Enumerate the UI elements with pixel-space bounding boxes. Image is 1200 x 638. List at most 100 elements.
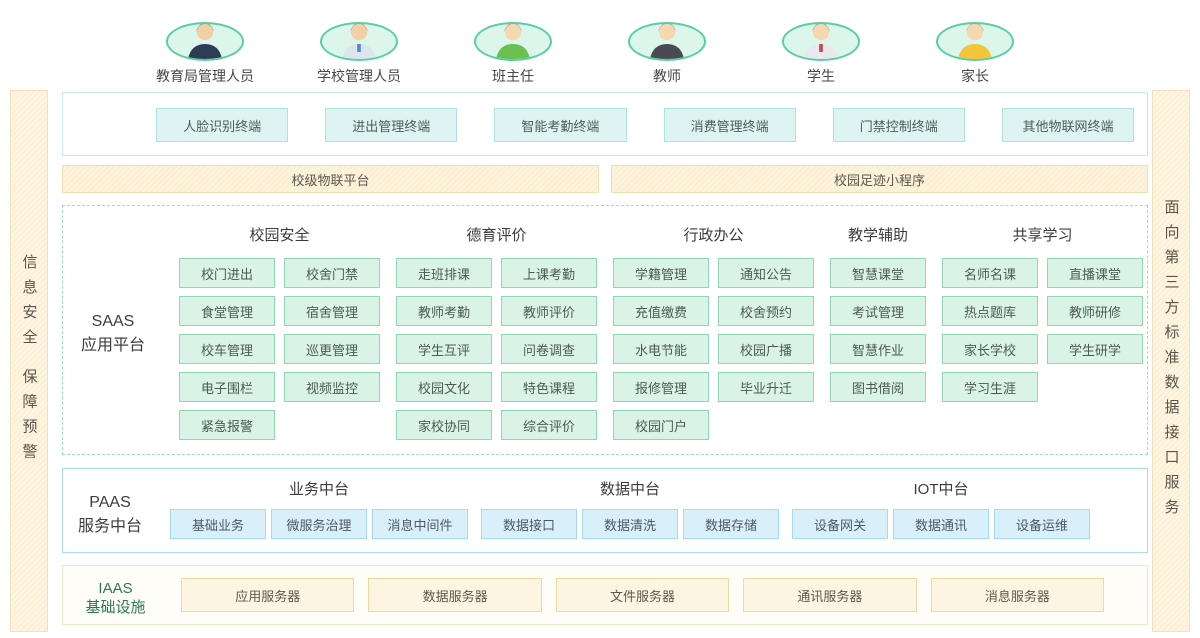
- user-role-label: 教师: [653, 68, 681, 84]
- saas-category-title: 共享学习: [1012, 227, 1073, 244]
- user-role: 学校管理人员: [304, 22, 414, 86]
- person-icon: [804, 24, 838, 59]
- saas-module-box: 问卷调查: [501, 334, 597, 364]
- third-party-api-banner: 面向第三方标准数据接口服务: [1152, 90, 1190, 632]
- saas-category-title: 德育评价: [466, 227, 527, 244]
- saas-module-box: 校园门户: [613, 410, 709, 440]
- paas-module-box: 数据存储: [683, 509, 779, 539]
- user-role: 学生: [766, 22, 876, 86]
- saas-module-box: 充值缴费: [613, 296, 709, 326]
- saas-module-box: 校园文化: [396, 372, 492, 402]
- user-role-label: 家长: [961, 68, 989, 84]
- paas-group-title: 业务中台: [288, 481, 349, 498]
- saas-module-box: 特色课程: [501, 372, 597, 402]
- paas-label-line2: 服务中台: [77, 518, 142, 535]
- person-avatar-icon: [628, 22, 706, 61]
- third-party-api-banner-text: 面向第三方标准数据接口服务: [1162, 198, 1180, 524]
- saas-module-box: 上课考勤: [501, 258, 597, 288]
- saas-module-box: 热点题库: [942, 296, 1038, 326]
- saas-category-title: 校园安全: [249, 227, 310, 244]
- iaas-infrastructure-section: IAAS 基础设施 应用服务器数据服务器文件服务器通讯服务器消息服务器: [62, 565, 1148, 625]
- person-avatar-icon: [320, 22, 398, 61]
- iot-terminal-box: 消费管理终端: [663, 108, 796, 142]
- person-icon: [958, 24, 992, 59]
- paas-module-box: 基础业务: [170, 509, 266, 539]
- person-avatar-icon: [474, 22, 552, 61]
- saas-module-box: 校车管理: [179, 334, 275, 364]
- paas-module-box: 数据通讯: [893, 509, 989, 539]
- saas-module-grid: 走班排课上课考勤教师考勤教师评价学生互评问卷调查校园文化特色课程家校协同综合评价: [396, 258, 597, 440]
- paas-group: 数据中台 数据接口数据清洗数据存储: [481, 478, 779, 552]
- platform-bar: 校级物联平台: [62, 165, 599, 193]
- saas-section-label: SAAS 应用平台: [63, 310, 163, 358]
- saas-category-column: 教学辅助 智慧课堂考试管理智慧作业图书借阅: [830, 224, 926, 444]
- saas-module-box: 家校协同: [396, 410, 492, 440]
- iot-terminal-box: 智能考勤终端: [494, 108, 627, 142]
- paas-group-title: IOT中台: [913, 481, 969, 498]
- saas-module-grid: 名师名课直播课堂热点题库教师研修家长学校学生研学学习生涯: [942, 258, 1143, 402]
- user-role-label: 学校管理人员: [317, 68, 401, 84]
- saas-module-box: 水电节能: [613, 334, 709, 364]
- server-box: 通讯服务器: [743, 578, 917, 612]
- saas-category-column: 共享学习 名师名课直播课堂热点题库教师研修家长学校学生研学学习生涯: [942, 224, 1143, 444]
- saas-module-box: 综合评价: [501, 410, 597, 440]
- paas-group: IOT中台 设备网关数据通讯设备运维: [792, 478, 1090, 552]
- saas-module-grid: 智慧课堂考试管理智慧作业图书借阅: [830, 258, 926, 402]
- person-avatar-icon: [166, 22, 244, 61]
- saas-module-grid: 学籍管理通知公告充值缴费校舍预约水电节能校园广播报修管理毕业升迁校园门户: [613, 258, 814, 440]
- paas-module-box: 微服务治理: [271, 509, 367, 539]
- user-roles-row: 教育局管理人员 学校管理人员: [150, 22, 1030, 86]
- platform-bars-row: 校级物联平台校园足迹小程序: [62, 165, 1148, 193]
- saas-module-box: 考试管理: [830, 296, 926, 326]
- server-box: 应用服务器: [181, 578, 355, 612]
- saas-module-box: 教师考勤: [396, 296, 492, 326]
- iot-terminals-container: 人脸识别终端进出管理终端智能考勤终端消费管理终端门禁控制终端其他物联网终端: [62, 92, 1148, 156]
- paas-module-box: 设备运维: [994, 509, 1090, 539]
- paas-module-row: 基础业务微服务治理消息中间件: [170, 509, 468, 539]
- saas-module-box: 名师名课: [942, 258, 1038, 288]
- iot-terminal-box: 门禁控制终端: [832, 108, 965, 142]
- paas-module-box: 数据清洗: [582, 509, 678, 539]
- info-security-banner-text: 信息安全 保障预警: [20, 253, 38, 469]
- person-avatar-icon: [936, 22, 1014, 61]
- saas-module-box: 校舍门禁: [284, 258, 380, 288]
- paas-module-box: 设备网关: [792, 509, 888, 539]
- person-avatar-icon: [782, 22, 860, 61]
- iot-terminal-box: 人脸识别终端: [156, 108, 289, 142]
- paas-module-row: 数据接口数据清洗数据存储: [481, 509, 779, 539]
- saas-module-box: 紧急报警: [179, 410, 275, 440]
- saas-label-line2: 应用平台: [80, 337, 145, 354]
- user-role-label: 班主任: [492, 68, 534, 84]
- paas-groups: 业务中台 基础业务微服务治理消息中间件 数据中台 数据接口数据清洗数据存储 IO…: [170, 478, 1090, 552]
- iaas-label-line2: 基础设施: [85, 598, 146, 616]
- saas-module-box: 通知公告: [718, 258, 814, 288]
- saas-module-box: 教师评价: [501, 296, 597, 326]
- saas-module-box: 报修管理: [613, 372, 709, 402]
- user-role: 教师: [612, 22, 722, 86]
- server-box: 数据服务器: [368, 578, 542, 612]
- user-role: 班主任: [458, 22, 568, 86]
- saas-module-box: 学籍管理: [613, 258, 709, 288]
- person-icon: [188, 24, 222, 59]
- saas-module-box: 校门进出: [179, 258, 275, 288]
- user-role-label: 教育局管理人员: [156, 68, 254, 84]
- diagram-main-column: 教育局管理人员 学校管理人员: [62, 0, 1148, 625]
- paas-group: 业务中台 基础业务微服务治理消息中间件: [170, 478, 468, 552]
- paas-module-box: 数据接口: [481, 509, 577, 539]
- saas-module-box: 智慧作业: [830, 334, 926, 364]
- saas-category-column: 行政办公 学籍管理通知公告充值缴费校舍预约水电节能校园广播报修管理毕业升迁校园门…: [613, 224, 814, 444]
- person-icon: [496, 24, 530, 59]
- saas-module-box: 图书借阅: [830, 372, 926, 402]
- paas-group-title: 数据中台: [599, 481, 660, 498]
- saas-module-box: 巡更管理: [284, 334, 380, 364]
- saas-category-title: 教学辅助: [847, 227, 908, 244]
- saas-module-box: 学生研学: [1047, 334, 1143, 364]
- saas-module-box: 教师研修: [1047, 296, 1143, 326]
- paas-label-line1: PAAS: [89, 494, 131, 511]
- saas-module-box: 宿舍管理: [284, 296, 380, 326]
- saas-module-box: 学生互评: [396, 334, 492, 364]
- saas-category-column: 德育评价 走班排课上课考勤教师考勤教师评价学生互评问卷调查校园文化特色课程家校协…: [396, 224, 597, 444]
- iaas-label-line1: IAAS: [98, 580, 133, 597]
- iaas-section-label: IAAS 基础设施: [63, 580, 168, 618]
- saas-module-box: 直播课堂: [1047, 258, 1143, 288]
